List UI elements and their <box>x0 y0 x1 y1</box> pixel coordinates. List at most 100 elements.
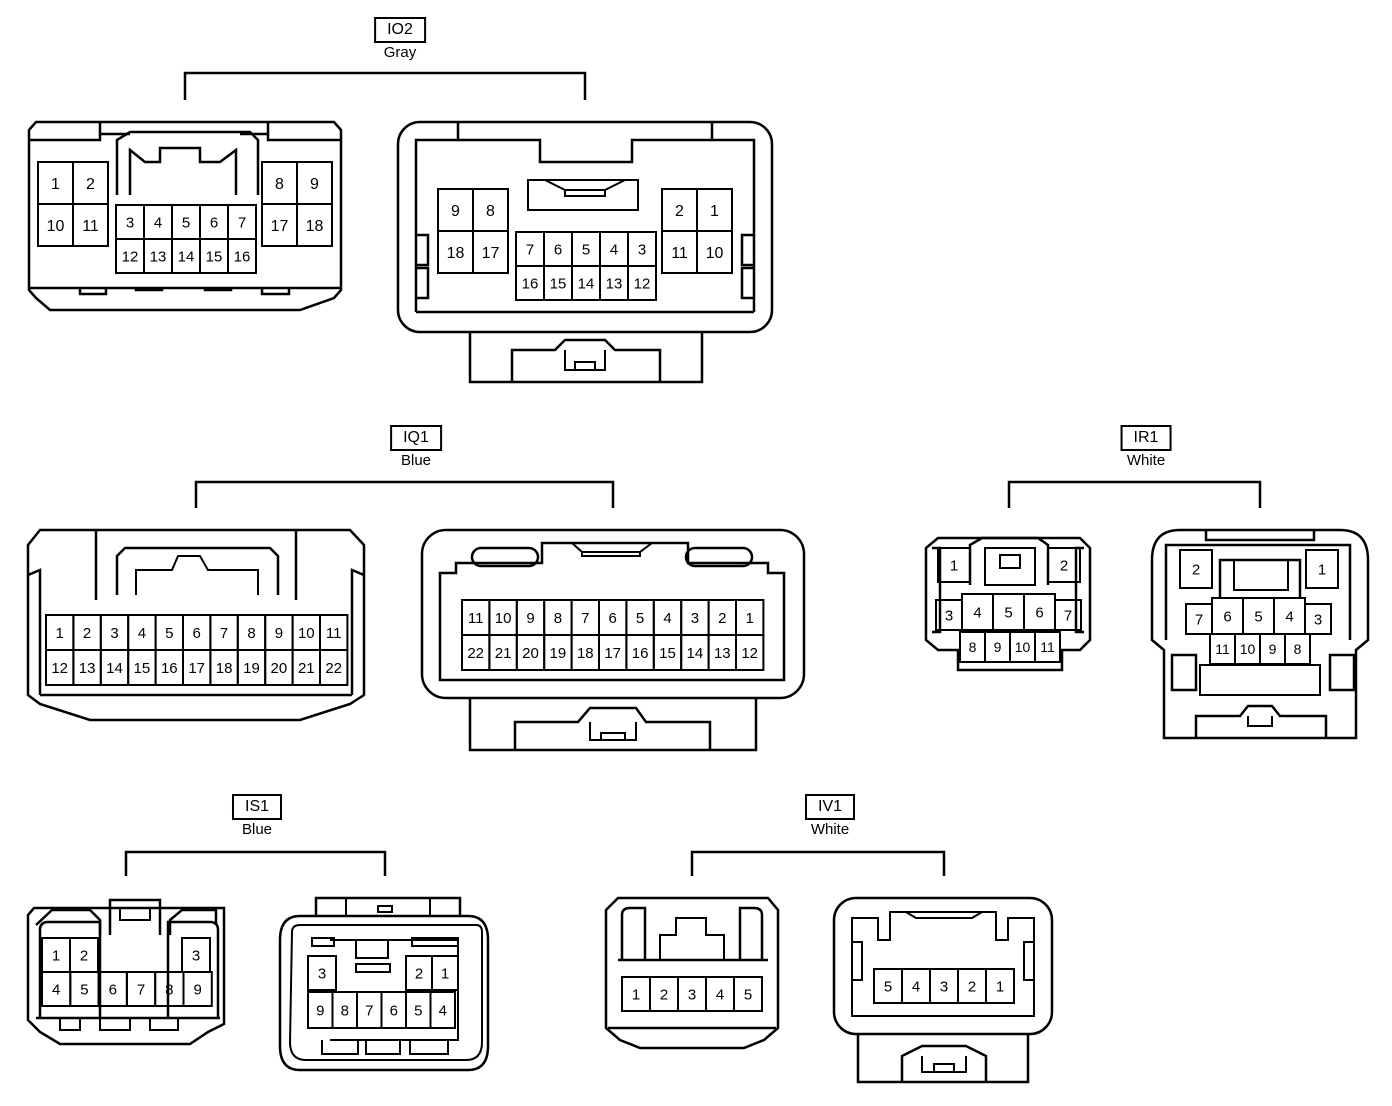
terminal-number: 8 <box>1294 641 1302 657</box>
terminal-number: 9 <box>451 203 460 220</box>
terminal-number: 5 <box>636 610 644 627</box>
connector-color: Blue <box>241 821 273 838</box>
terminal-number: 8 <box>486 203 495 220</box>
terminal-number: 1 <box>632 986 640 1003</box>
terminal-number: 2 <box>968 978 976 995</box>
terminal-number: 2 <box>415 965 423 982</box>
terminal-number: 10 <box>1240 641 1256 657</box>
terminal-number: 15 <box>659 645 676 662</box>
terminal-number: 17 <box>188 660 205 677</box>
terminal-number: 4 <box>52 981 60 998</box>
terminal-number: 8 <box>554 610 562 627</box>
terminal-number: 8 <box>275 176 284 193</box>
terminal-cell <box>319 649 349 686</box>
terminal-number: 13 <box>150 248 167 265</box>
terminal-number: 11 <box>671 245 688 262</box>
connector-color: White <box>810 821 850 838</box>
bracket-iv1 <box>690 850 946 876</box>
terminal-number: 9 <box>275 625 283 642</box>
terminal-number: 5 <box>1004 604 1012 621</box>
terminal-number: 7 <box>220 625 228 642</box>
terminal-number: 2 <box>1060 557 1068 574</box>
terminal-number: 8 <box>341 1002 349 1019</box>
terminal-number: 4 <box>154 214 162 231</box>
terminal-number: 3 <box>688 986 696 1003</box>
terminal-number: 10 <box>47 218 65 235</box>
terminal-number: 5 <box>165 625 173 642</box>
terminal-number: 3 <box>318 965 326 982</box>
terminal-number: 19 <box>243 660 260 677</box>
terminal-number: 20 <box>271 660 288 677</box>
terminal-cell <box>72 203 109 247</box>
terminal-number: 3 <box>192 947 200 964</box>
bracket-iq1 <box>194 480 615 508</box>
terminal-cell <box>733 976 763 1012</box>
terminal-number: 6 <box>390 1002 398 1019</box>
terminal-number: 1 <box>441 965 449 982</box>
terminal-number: 3 <box>110 625 118 642</box>
terminal-number: 9 <box>1269 641 1277 657</box>
terminal-cell <box>472 230 509 274</box>
terminal-number: 11 <box>468 610 484 627</box>
terminal-number: 6 <box>109 981 117 998</box>
terminal-number: 10 <box>298 625 315 642</box>
terminal-number: 3 <box>126 214 134 231</box>
terminal-number: 9 <box>193 981 201 998</box>
terminal-number: 4 <box>610 241 618 258</box>
terminal-number: 4 <box>973 604 981 621</box>
terminal-number: 1 <box>996 978 1004 995</box>
terminal-number: 12 <box>634 275 651 292</box>
terminal-number: 6 <box>609 610 617 627</box>
terminal-number: 9 <box>994 639 1002 655</box>
terminal-number: 16 <box>522 275 539 292</box>
terminal-number: 8 <box>165 981 173 998</box>
bracket-is1 <box>124 850 387 876</box>
terminal-number: 15 <box>134 660 151 677</box>
connector-color: Gray <box>383 44 417 61</box>
terminal-number: 2 <box>660 986 668 1003</box>
terminal-cell <box>1305 549 1339 589</box>
terminal-number: 18 <box>216 660 233 677</box>
terminal-number: 12 <box>122 248 139 265</box>
terminal-number: 7 <box>365 1002 373 1019</box>
terminal-number: 10 <box>495 610 512 627</box>
terminal-number: 1 <box>56 625 64 642</box>
terminal-number: 11 <box>1215 641 1230 657</box>
terminal-number: 3 <box>940 978 948 995</box>
terminal-cell <box>1047 547 1081 583</box>
terminal-cell <box>1054 599 1082 631</box>
terminal-number: 12 <box>51 660 68 677</box>
terminal-number: 2 <box>675 203 684 220</box>
terminal-cell <box>1284 633 1311 665</box>
terminal-number: 5 <box>414 1002 422 1019</box>
connector-code: IO2 <box>374 17 426 43</box>
connector-code: IS1 <box>231 794 283 820</box>
terminal-number: 2 <box>86 176 95 193</box>
terminal-number: 17 <box>482 245 500 262</box>
bracket-ir1 <box>1007 480 1262 508</box>
terminal-number: 5 <box>1254 608 1262 625</box>
terminal-number: 1 <box>746 610 754 627</box>
terminal-number: 3 <box>1314 611 1322 628</box>
label-ir1: IR1 White <box>1120 425 1172 470</box>
terminal-cell <box>985 968 1015 1004</box>
terminal-number: 22 <box>325 660 342 677</box>
terminal-number: 4 <box>912 978 920 995</box>
terminal-number: 9 <box>316 1002 324 1019</box>
terminal-number: 9 <box>526 610 534 627</box>
terminal-number: 1 <box>51 176 60 193</box>
terminal-number: 16 <box>632 645 649 662</box>
terminal-number: 10 <box>706 245 724 262</box>
label-iv1: IV1 White <box>804 794 856 839</box>
terminal-number: 10 <box>1015 639 1031 655</box>
terminal-number: 13 <box>606 275 623 292</box>
terminal-number: 20 <box>522 645 539 662</box>
terminal-cell <box>1304 603 1332 635</box>
